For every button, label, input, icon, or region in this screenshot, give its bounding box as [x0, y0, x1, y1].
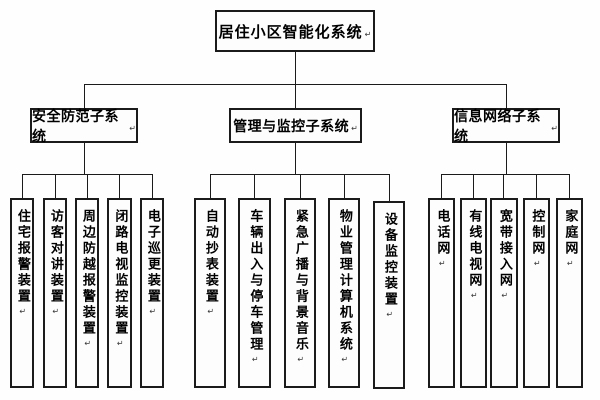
connector-network-stem [506, 143, 507, 174]
leaf-label: 自动抄表装置 [202, 209, 218, 305]
leaf-label: 车辆出入与停车管理 [247, 209, 263, 353]
connector-drop [55, 174, 56, 198]
connector-drop [119, 174, 120, 198]
leaf-cable-tv-network: 有线电视网 ↵ [460, 198, 487, 388]
connector-drop [300, 174, 301, 198]
leaf-control-network: 控制网 ↵ [523, 198, 550, 388]
connector-drop [254, 174, 255, 198]
return-mark-icon: ↵ [51, 307, 61, 316]
connector-network-bus [441, 174, 570, 175]
subsystem-management-label: 管理与监控子系统 [233, 118, 350, 135]
connector-drop [210, 174, 211, 198]
return-mark-icon: ↵ [500, 291, 510, 300]
return-mark-icon: ↵ [148, 307, 158, 316]
leaf-label: 电子巡更装置 [144, 209, 160, 305]
return-mark-icon: ↵ [551, 124, 558, 133]
return-mark-icon: ↵ [364, 29, 372, 39]
leaf-automatic-meter-reading-device: 自动抄表装置 ↵ [194, 198, 226, 388]
connector-management-stem [295, 143, 296, 174]
subsystem-security-label: 安全防范子系统 [32, 108, 119, 145]
subsystem-network-label: 信息网络子系统 [454, 108, 541, 145]
connector-drop [473, 174, 474, 198]
connector-drop [503, 174, 504, 198]
connector-level1-bus [84, 84, 507, 85]
leaf-visitor-intercom-device: 访客对讲装置 ↵ [43, 198, 67, 388]
leaf-home-network: 家庭网 ↵ [556, 198, 583, 388]
return-mark-icon: ↵ [18, 307, 28, 316]
connector-drop [441, 174, 442, 198]
return-mark-icon: ↵ [250, 355, 260, 364]
return-mark-icon: ↵ [340, 355, 350, 364]
return-mark-icon: ↵ [385, 310, 395, 319]
leaf-label: 控制网 [529, 209, 545, 257]
leaf-telephone-network: 电话网 ↵ [428, 198, 455, 388]
return-mark-icon: ↵ [296, 355, 306, 364]
return-mark-icon: ↵ [351, 124, 358, 133]
leaf-emergency-broadcast-background-music: 紧急广播与背景音乐 ↵ [284, 198, 316, 388]
leaf-property-management-computer-system: 物业管理计算机系统 ↵ [328, 198, 360, 388]
connector-drop [87, 174, 88, 198]
return-mark-icon: ↵ [437, 259, 447, 268]
connector-drop [22, 174, 23, 198]
connector-drop-security [84, 84, 85, 108]
connector-drop [536, 174, 537, 198]
connector-drop [344, 174, 345, 198]
connector-root-to-middle [295, 52, 296, 108]
leaf-perimeter-intrusion-alarm-device: 周边防越报警装置 ↵ [75, 198, 99, 388]
subsystem-node-information-network: 信息网络子系统 ↵ [452, 108, 560, 145]
leaf-label: 设备监控装置 [381, 212, 397, 308]
connector-drop [569, 174, 570, 198]
leaf-label: 电话网 [434, 209, 450, 257]
leaf-equipment-monitoring-device: 设备监控装置 ↵ [373, 201, 405, 389]
connector-drop [152, 174, 153, 198]
return-mark-icon: ↵ [206, 307, 216, 316]
root-label: 居住小区智能化系统 [218, 22, 363, 41]
connector-drop [389, 174, 390, 201]
leaf-label: 家庭网 [562, 209, 578, 257]
connector-security-stem [84, 143, 85, 174]
return-mark-icon: ↵ [532, 259, 542, 268]
return-mark-icon: ↵ [129, 124, 136, 133]
connector-drop-network [506, 84, 507, 108]
return-mark-icon: ↵ [83, 339, 93, 348]
leaf-label: 访客对讲装置 [47, 209, 63, 305]
leaf-broadband-access-network: 宽带接入网 ↵ [490, 198, 518, 388]
leaf-label: 闭路电视监控装置 [112, 209, 128, 337]
root-node-residential-intelligent-system: 居住小区智能化系统↵ [215, 10, 375, 52]
leaf-label: 住宅报警装置 [14, 209, 30, 305]
leaf-electronic-patrol-device: 电子巡更装置 ↵ [140, 198, 164, 388]
return-mark-icon: ↵ [565, 259, 575, 268]
subsystem-node-management-monitoring: 管理与监控子系统↵ [229, 108, 362, 143]
leaf-label: 物业管理计算机系统 [336, 209, 352, 353]
leaf-label: 有线电视网 [466, 209, 482, 289]
leaf-cctv-monitoring-device: 闭路电视监控装置 ↵ [107, 198, 132, 388]
leaf-vehicle-access-parking-management: 车辆出入与停车管理 ↵ [238, 198, 271, 388]
leaf-label: 紧急广播与背景音乐 [292, 209, 308, 353]
return-mark-icon: ↵ [115, 339, 125, 348]
leaf-label: 周边防越报警装置 [79, 209, 95, 337]
return-mark-icon: ↵ [469, 291, 479, 300]
subsystem-node-security: 安全防范子系统 ↵ [30, 108, 138, 145]
leaf-label: 宽带接入网 [496, 209, 512, 289]
leaf-residential-alarm-device: 住宅报警装置 ↵ [10, 198, 34, 388]
